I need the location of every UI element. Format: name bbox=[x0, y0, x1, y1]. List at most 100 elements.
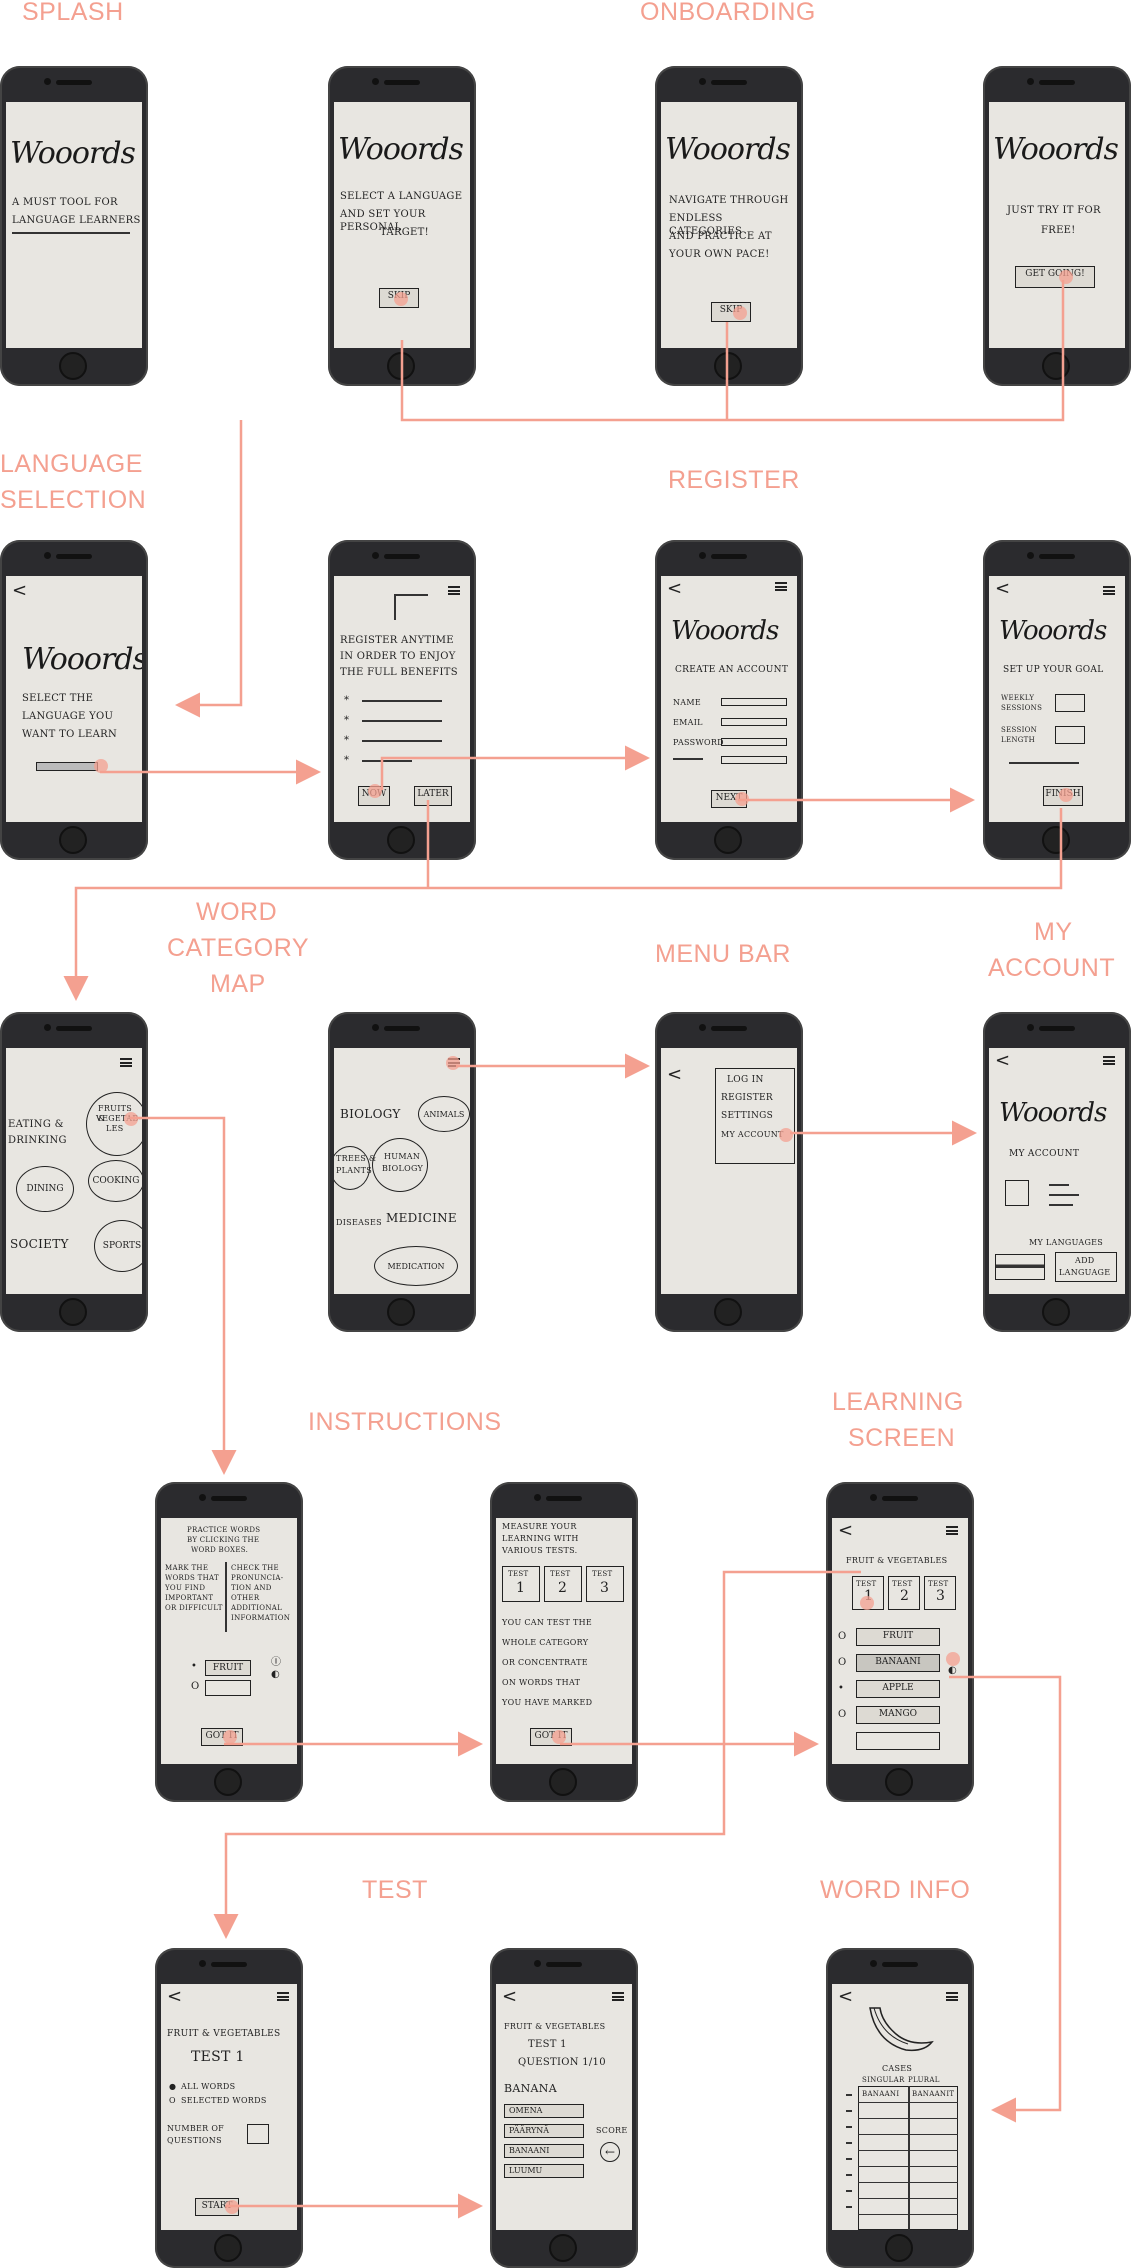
home-button[interactable] bbox=[714, 1298, 742, 1326]
label-my-account-2: ACCOUNT bbox=[988, 954, 1116, 982]
category-fruits-bubble[interactable] bbox=[86, 1092, 142, 1156]
home-button[interactable] bbox=[214, 1768, 242, 1796]
category-biology[interactable]: Biology bbox=[340, 1107, 401, 1121]
menu-icon[interactable] bbox=[120, 1058, 132, 1067]
menu-item-register[interactable]: Register bbox=[721, 1093, 774, 1103]
home-button[interactable] bbox=[714, 826, 742, 854]
category-human-bubble[interactable] bbox=[372, 1138, 428, 1192]
number-of-questions-input[interactable] bbox=[247, 2124, 269, 2144]
arrow-left-icon[interactable]: ← bbox=[600, 2142, 620, 2162]
bullet-icon: o bbox=[838, 1657, 847, 1668]
answer-luumu[interactable]: Luumu bbox=[504, 2164, 584, 2178]
category-human-1: Human bbox=[384, 1152, 421, 1161]
menu-icon[interactable] bbox=[946, 1992, 958, 2001]
menu-icon[interactable] bbox=[277, 1992, 289, 2001]
email-field[interactable] bbox=[721, 718, 787, 726]
menu-icon[interactable] bbox=[1103, 1056, 1115, 1065]
app-logo: Wooords bbox=[671, 616, 779, 646]
answer-banaani[interactable]: Banaani bbox=[504, 2144, 584, 2158]
home-button[interactable] bbox=[885, 1768, 913, 1796]
home-button[interactable] bbox=[387, 352, 415, 380]
back-icon[interactable]: < bbox=[995, 1050, 1011, 1071]
home-button[interactable] bbox=[59, 352, 87, 380]
back-icon[interactable]: < bbox=[667, 1064, 683, 1085]
camera-icon bbox=[534, 1494, 541, 1501]
test-tab-3[interactable] bbox=[924, 1576, 956, 1610]
home-button[interactable] bbox=[1042, 1298, 1070, 1326]
menu-item-settings[interactable]: Settings bbox=[721, 1111, 774, 1121]
instr2-body-5: you have marked bbox=[502, 1698, 593, 1707]
password-field[interactable] bbox=[721, 738, 787, 746]
category-dining[interactable]: Dining bbox=[16, 1166, 74, 1212]
camera-icon bbox=[44, 1024, 51, 1031]
get-going-button[interactable]: Get going! bbox=[1015, 266, 1095, 288]
category-medication[interactable]: Medication bbox=[374, 1246, 458, 1286]
category-trees-bubble[interactable] bbox=[334, 1146, 370, 1190]
menu-icon[interactable] bbox=[1103, 586, 1115, 595]
instr2-top-2: learning with bbox=[502, 1534, 579, 1543]
menu-item-log-in[interactable]: Log in bbox=[727, 1075, 764, 1085]
avatar bbox=[1005, 1180, 1029, 1206]
screen-learning: < Fruit & Vegetables Test 1 Test 2 Test … bbox=[832, 1518, 968, 1764]
home-button[interactable] bbox=[549, 2234, 577, 2262]
label-learning-1: LEARNING bbox=[832, 1388, 964, 1416]
category-diseases[interactable]: Diseases bbox=[336, 1218, 382, 1227]
word-apple[interactable]: Apple bbox=[856, 1680, 940, 1698]
instr-right-2: pronuncia- bbox=[231, 1574, 284, 1582]
register-later-button[interactable]: Later bbox=[414, 786, 452, 806]
back-icon[interactable]: < bbox=[838, 1986, 854, 2007]
category-medicine[interactable]: Medicine bbox=[386, 1211, 457, 1225]
word-box-fruit[interactable]: Fruit bbox=[205, 1660, 251, 1676]
home-button[interactable] bbox=[714, 352, 742, 380]
name-field[interactable] bbox=[721, 698, 787, 706]
category-animals[interactable]: Animals bbox=[418, 1096, 470, 1132]
session-length-input[interactable] bbox=[1055, 726, 1085, 744]
language-dropdown[interactable] bbox=[36, 762, 98, 771]
menu-icon[interactable] bbox=[775, 582, 787, 591]
back-icon[interactable]: < bbox=[667, 578, 683, 599]
home-button[interactable] bbox=[549, 1768, 577, 1796]
menu-icon[interactable] bbox=[612, 1992, 624, 2001]
add-language-label-1: Add bbox=[1075, 1256, 1095, 1265]
menu-icon[interactable] bbox=[448, 586, 460, 595]
sound-icon[interactable]: ◐ bbox=[271, 1669, 281, 1680]
option-all-words[interactable]: All words bbox=[181, 2082, 236, 2091]
extra-field[interactable] bbox=[721, 756, 787, 764]
answer-paaryna[interactable]: Päärynä bbox=[504, 2124, 584, 2138]
category-sports[interactable]: Sports bbox=[94, 1220, 142, 1272]
radio-all-words[interactable]: ● bbox=[169, 2082, 177, 2091]
speaker-icon bbox=[711, 1026, 747, 1031]
home-button[interactable] bbox=[1042, 826, 1070, 854]
category-society[interactable]: Society bbox=[10, 1237, 69, 1251]
home-button[interactable] bbox=[59, 826, 87, 854]
menu-icon[interactable] bbox=[946, 1526, 958, 1535]
word-mango[interactable]: Mango bbox=[856, 1706, 940, 1724]
back-icon[interactable]: < bbox=[838, 1520, 854, 1541]
word-box-empty[interactable] bbox=[205, 1680, 251, 1696]
answer-omena[interactable]: Omena bbox=[504, 2104, 584, 2118]
weekly-sessions-input[interactable] bbox=[1055, 694, 1085, 712]
word-banaani[interactable]: Banaani bbox=[856, 1654, 940, 1672]
back-icon[interactable]: < bbox=[12, 580, 28, 601]
test-tab-2[interactable] bbox=[888, 1576, 920, 1610]
home-button[interactable] bbox=[387, 1298, 415, 1326]
back-icon[interactable]: < bbox=[995, 578, 1011, 599]
back-icon[interactable]: < bbox=[167, 1986, 183, 2007]
onboard-text-2: and set your personal bbox=[340, 209, 426, 233]
home-button[interactable] bbox=[885, 2234, 913, 2262]
add-language-button[interactable] bbox=[1055, 1252, 1117, 1282]
home-button[interactable] bbox=[387, 826, 415, 854]
menu-item-my-account[interactable]: My account bbox=[721, 1130, 784, 1139]
category-eating-2[interactable]: Drinking bbox=[8, 1135, 67, 1146]
category-eating-1[interactable]: Eating & bbox=[8, 1119, 64, 1130]
flag-finland-icon[interactable] bbox=[995, 1254, 1045, 1280]
category-cooking[interactable]: Cooking bbox=[88, 1160, 142, 1202]
sound-icon[interactable]: ◐ bbox=[948, 1665, 958, 1676]
word-fruit[interactable]: Fruit bbox=[856, 1628, 940, 1646]
radio-selected-words[interactable]: o bbox=[169, 2096, 176, 2105]
home-button[interactable] bbox=[214, 2234, 242, 2262]
home-button[interactable] bbox=[1042, 352, 1070, 380]
home-button[interactable] bbox=[59, 1298, 87, 1326]
word-next[interactable] bbox=[856, 1732, 940, 1750]
back-icon[interactable]: < bbox=[502, 1986, 518, 2007]
